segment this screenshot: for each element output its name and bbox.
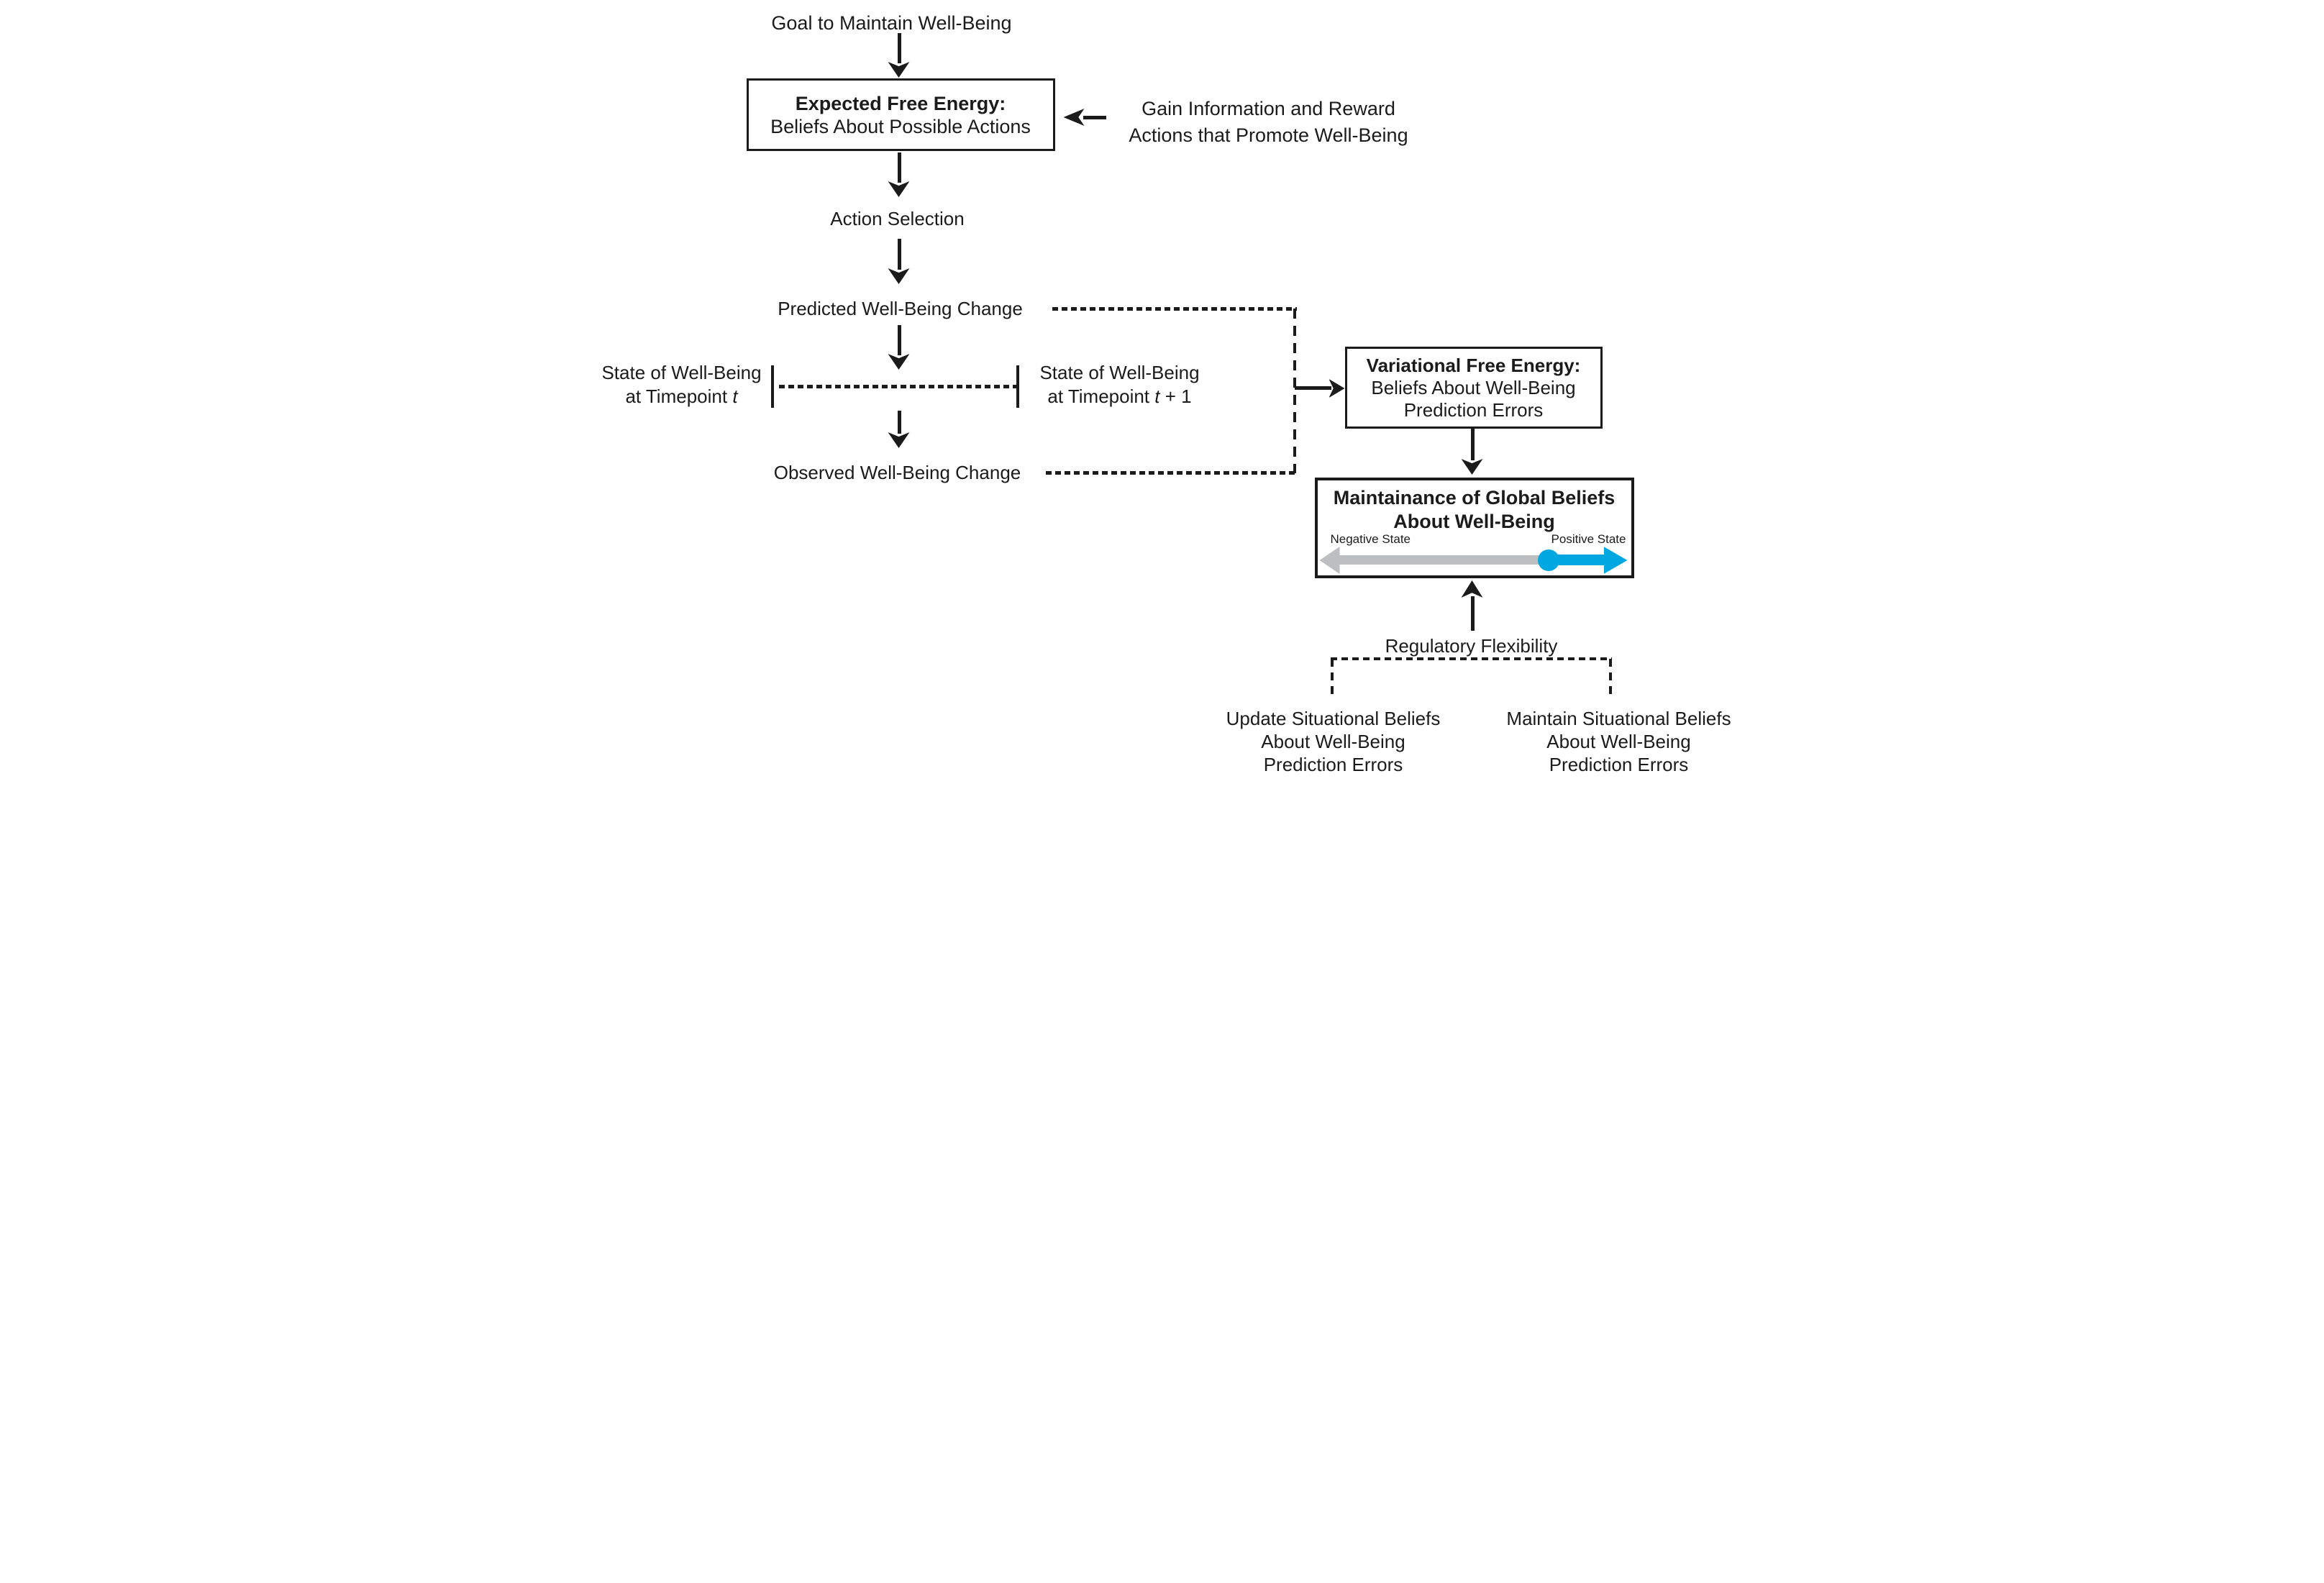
arrow-vfe-to-maintainance-stem [1470,429,1475,460]
arrow-states-to-observed-stem [897,411,901,434]
gain-information-label: Gain Information and Reward Actions that… [1089,96,1449,149]
arrow-predicted-to-states-head-icon [888,354,910,370]
maintain-line3: Prediction Errors [1549,754,1689,775]
vfe-title: Variational Free Energy: [1366,354,1581,376]
efe-title: Expected Free Energy: [795,92,1006,114]
state-t1-tick-bar [1016,365,1019,408]
timepoint-t1-variable: t [1154,386,1160,407]
arrow-goal-to-efe-head-icon [888,62,910,78]
maintainance-title2: About Well-Being [1393,511,1555,532]
update-line2: About Well-Being [1261,731,1405,752]
state-t-line2: at Timepoint t [625,386,738,407]
state-t-tick-bar [770,365,774,408]
arrow-action-to-predicted-head-icon [888,268,910,284]
regulatory-bracket-left [1330,659,1334,700]
arrow-efe-to-action-head-icon [888,181,910,197]
maintain-situational-beliefs-label: Maintain Situational Beliefs About Well-… [1497,707,1741,776]
negative-gauge-arrowhead-icon [1319,547,1340,574]
state-timepoint-t-label: State of Well-Being at Timepoint t [588,361,776,409]
variational-free-energy-box: Variational Free Energy: Beliefs About W… [1344,347,1603,429]
timepoint-t-variable: t [732,386,738,407]
goal-label: Goal to Maintain Well-Being [771,12,1012,34]
arrow-gain-to-efe-head-icon [1063,109,1085,126]
observed-change-label: Observed Well-Being Change [773,462,1021,483]
arrow-into-vfe-stem [1294,386,1331,390]
prediction-error-dashed-line [1293,309,1296,473]
regulatory-bracket-top [1330,657,1612,660]
state-t1-line1: State of Well-Being [1039,362,1200,383]
positive-gauge-arrowhead-icon [1603,547,1628,574]
state-t1-line2: at Timepoint t + 1 [1047,386,1192,407]
predicted-change-label: Predicted Well-Being Change [778,298,1023,319]
positive-state-label: Positive State [1551,532,1626,546]
maintain-line2: About Well-Being [1546,731,1691,752]
arrow-vfe-to-maintainance-head-icon [1461,459,1483,475]
vfe-line3: Prediction Errors [1403,398,1544,421]
arrow-regulatory-up-stem [1470,596,1475,631]
negative-gauge-shaft [1338,555,1549,565]
gain-line2: Actions that Promote Well-Being [1129,124,1408,146]
update-line1: Update Situational Beliefs [1226,708,1441,729]
maintainance-title1: Maintainance of Global Beliefs [1333,487,1616,508]
gain-line1: Gain Information and Reward [1142,98,1395,119]
observed-dotted-line [1045,471,1295,475]
regulatory-flexibility-label: Regulatory Flexibility [1385,635,1558,657]
update-line3: Prediction Errors [1263,754,1403,775]
update-situational-beliefs-label: Update Situational Beliefs About Well-Be… [1211,707,1456,776]
arrow-predicted-to-states-stem [897,325,901,355]
arrow-goal-to-efe-stem [897,33,901,63]
arrow-regulatory-up-head-icon [1461,580,1483,598]
efe-subtitle: Beliefs About Possible Actions [770,115,1031,137]
state-timepoint-t1-label: State of Well-Being at Timepoint t + 1 [1023,361,1217,409]
arrow-gain-to-efe-stem [1083,116,1106,119]
maintain-line1: Maintain Situational Beliefs [1506,708,1731,729]
well-being-flow-diagram: Goal to Maintain Well-Being Expected Fre… [580,0,1744,792]
vfe-line2: Beliefs About Well-Being [1371,376,1576,398]
maintainance-global-beliefs-box: Maintainance of Global Beliefs About Wel… [1314,478,1634,578]
predicted-dotted-line [1052,307,1297,311]
arrow-into-vfe-head-icon [1329,379,1345,398]
arrow-action-to-predicted-stem [897,239,901,270]
regulatory-bracket-right [1608,659,1612,700]
positive-gauge-shaft [1548,555,1605,565]
arrow-efe-to-action-stem [897,152,901,183]
state-comparison-dotted-line [778,385,1016,388]
state-t-line1: State of Well-Being [601,362,762,383]
negative-state-label: Negative State [1330,532,1411,546]
arrow-states-to-observed-head-icon [888,432,910,448]
action-selection-label: Action Selection [830,208,965,229]
expected-free-energy-box: Expected Free Energy: Beliefs About Poss… [746,78,1055,151]
